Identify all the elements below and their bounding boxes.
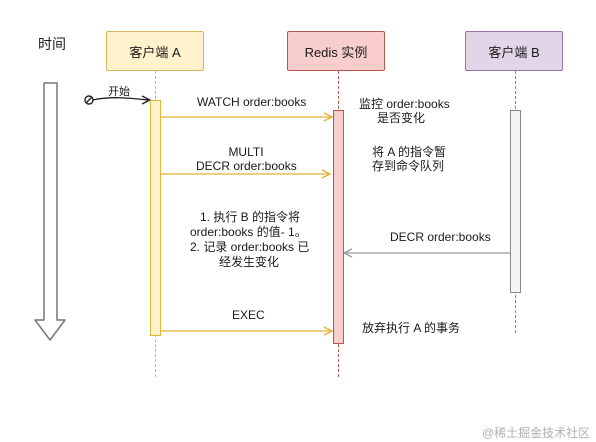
watch-arrow [161,112,334,122]
b-exec-note-line-2: order:books 的值- 1。 [190,225,307,239]
activation-redis [333,110,344,344]
watch-note-line-1: 监控 order:books [359,97,450,111]
decr-b-arrow [342,248,510,258]
participant-client-a: 客户端 A [106,31,204,71]
participant-client-b: 客户端 B [465,31,563,71]
watermark: @稀土掘金技术社区 [482,426,591,440]
start-marker-icon [84,95,94,105]
b-exec-note-line-1: 1. 执行 B 的指令将 [200,210,301,224]
multi-label: MULTI [228,145,264,159]
exec-label: EXEC [232,308,265,322]
activation-client-a [150,100,161,336]
activation-client-b [510,110,521,293]
discard-note: 放弃执行 A 的事务 [362,321,461,335]
time-arrow-icon [34,82,66,341]
start-label: 开始 [108,86,130,98]
multi-decr-arrow [161,169,332,179]
b-exec-note-line-3: 2. 记录 order:books 已 [190,240,310,254]
decr-b-label: DECR order:books [390,230,491,244]
b-exec-note-line-4: 经发生变化 [219,255,280,269]
watch-note-line-2: 是否变化 [377,111,426,125]
start-arrow [92,97,149,101]
time-label: 时间 [38,36,66,52]
exec-arrow [161,326,334,336]
decr-a-label: DECR order:books [196,159,297,173]
watch-label: WATCH order:books [197,95,307,109]
queue-note-line-1: 将 A 的指令暂 [372,145,447,159]
queue-note-line-2: 存到命令队列 [372,159,445,173]
participant-redis: Redis 实例 [287,31,385,71]
